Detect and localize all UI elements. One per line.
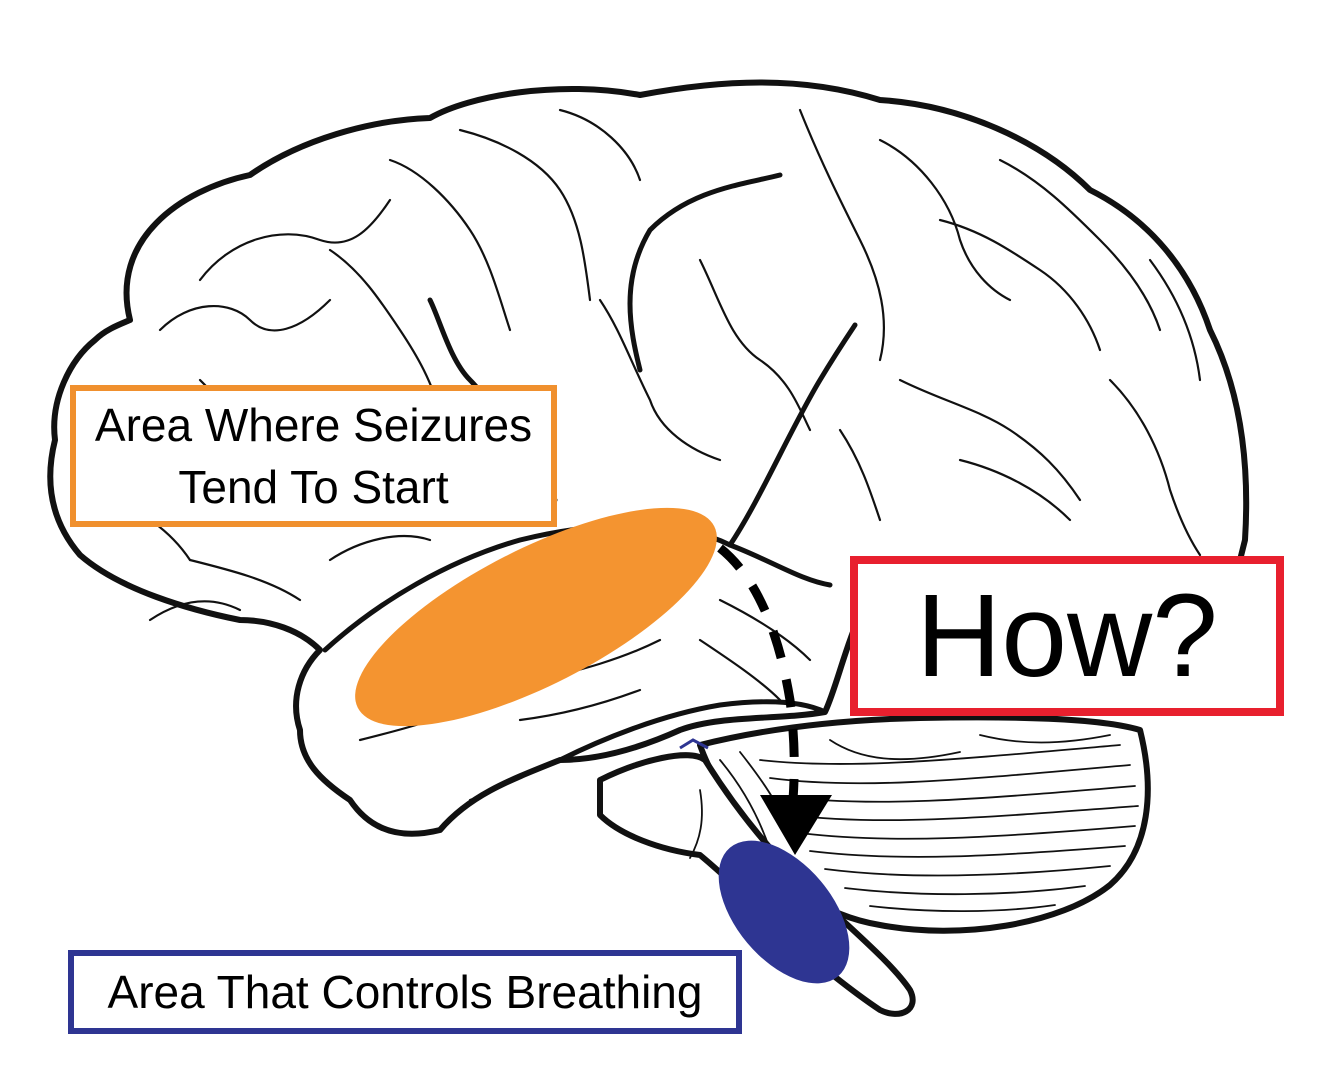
- question-text: How?: [916, 570, 1218, 702]
- seizure-area-label-line1: Area Where Seizures: [94, 399, 533, 451]
- seizure-area-label: Area Where Seizures Tend To Start: [70, 385, 557, 527]
- breathing-control-region: [718, 840, 850, 984]
- breathing-area-text: Area That Controls Breathing: [107, 966, 703, 1018]
- breathing-area-label: Area That Controls Breathing: [68, 950, 742, 1034]
- seizure-area-label-line2: Tend To Start: [178, 461, 449, 513]
- cerebrum: [47, 79, 1250, 837]
- dashed-arrow-down-icon: [717, 544, 832, 855]
- seizure-onset-region: [355, 507, 717, 727]
- question-label: How?: [850, 556, 1284, 716]
